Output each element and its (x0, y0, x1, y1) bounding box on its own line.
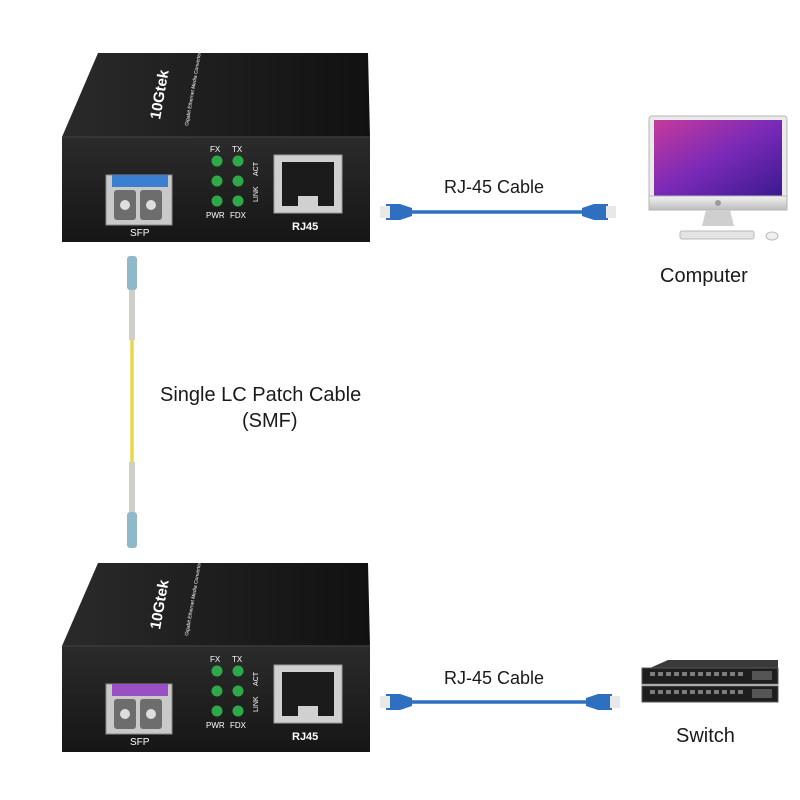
led-label-act: ACT (253, 671, 260, 686)
led-fdx (232, 195, 244, 207)
rj45-label: RJ45 (292, 731, 318, 743)
rj45-port[interactable] (273, 664, 343, 724)
sfp-bail-latch (112, 684, 168, 696)
led-tx (232, 665, 244, 677)
apple-logo-icon (715, 200, 721, 206)
led-act (232, 685, 244, 697)
rj45-plug-right (582, 204, 608, 220)
chassis-top-face (62, 563, 370, 646)
rj45-cable-bottom-label: RJ-45 Cable (444, 668, 544, 688)
computer (648, 115, 788, 241)
rj45-plug-left (386, 204, 412, 220)
rj45-cable-top (380, 204, 616, 220)
led-fx (211, 155, 223, 167)
computer-label: Computer (660, 265, 748, 287)
sfp-bail-latch (112, 175, 168, 187)
led-fdx (232, 705, 244, 717)
rj45-label: RJ45 (292, 221, 318, 233)
mouse (765, 231, 779, 241)
monitor-screen (654, 120, 782, 196)
fiber-patch-cable (127, 256, 137, 548)
sfp-label: SFP (130, 737, 150, 748)
keyboard (679, 230, 755, 240)
led-label-fdx: FDX (230, 721, 247, 730)
led-label-link: LINK (253, 696, 260, 712)
network-switch (641, 660, 779, 703)
led-label-fdx: FDX (230, 211, 247, 220)
led-link (211, 685, 223, 697)
led-label-tx: TX (232, 655, 243, 664)
led-label-fx: FX (210, 145, 221, 154)
rj45-cable-bottom (380, 694, 620, 710)
switch-label: Switch (676, 725, 735, 747)
media-converter-bottom: 10Gtek Gigabit Ethernet Media Converter … (62, 562, 370, 752)
sfp-port[interactable] (105, 174, 173, 226)
led-label-link: LINK (253, 186, 260, 202)
led-label-act: ACT (253, 161, 260, 176)
fiber-cable-label-line2: (SMF) (242, 410, 298, 432)
sfp-port[interactable] (105, 683, 173, 735)
sfp-label: SFP (130, 228, 150, 239)
led-tx (232, 155, 244, 167)
led-panel: FX TX ACT LINK PWR FDX (206, 145, 260, 220)
lc-connector-bottom (127, 512, 137, 548)
rj45-cable-top-label: RJ-45 Cable (444, 177, 544, 197)
fiber-cable-label-line1: Single LC Patch Cable (160, 384, 361, 406)
led-label-fx: FX (210, 655, 221, 664)
led-link (211, 175, 223, 187)
led-label-pwr: PWR (206, 721, 225, 730)
led-panel: FX TX ACT LINK PWR FDX (206, 655, 260, 730)
lc-connector-top (127, 256, 137, 290)
media-converter-top: 10Gtek Gigabit Ethernet Media Converter … (62, 52, 370, 242)
rj45-plug-right (586, 694, 612, 710)
led-pwr (211, 705, 223, 717)
led-label-tx: TX (232, 145, 243, 154)
monitor-stand (702, 210, 734, 226)
rj45-port[interactable] (273, 154, 343, 214)
led-fx (211, 665, 223, 677)
led-act (232, 175, 244, 187)
led-pwr (211, 195, 223, 207)
rj45-plug-left (386, 694, 412, 710)
led-label-pwr: PWR (206, 211, 225, 220)
chassis-top-face (62, 53, 370, 137)
